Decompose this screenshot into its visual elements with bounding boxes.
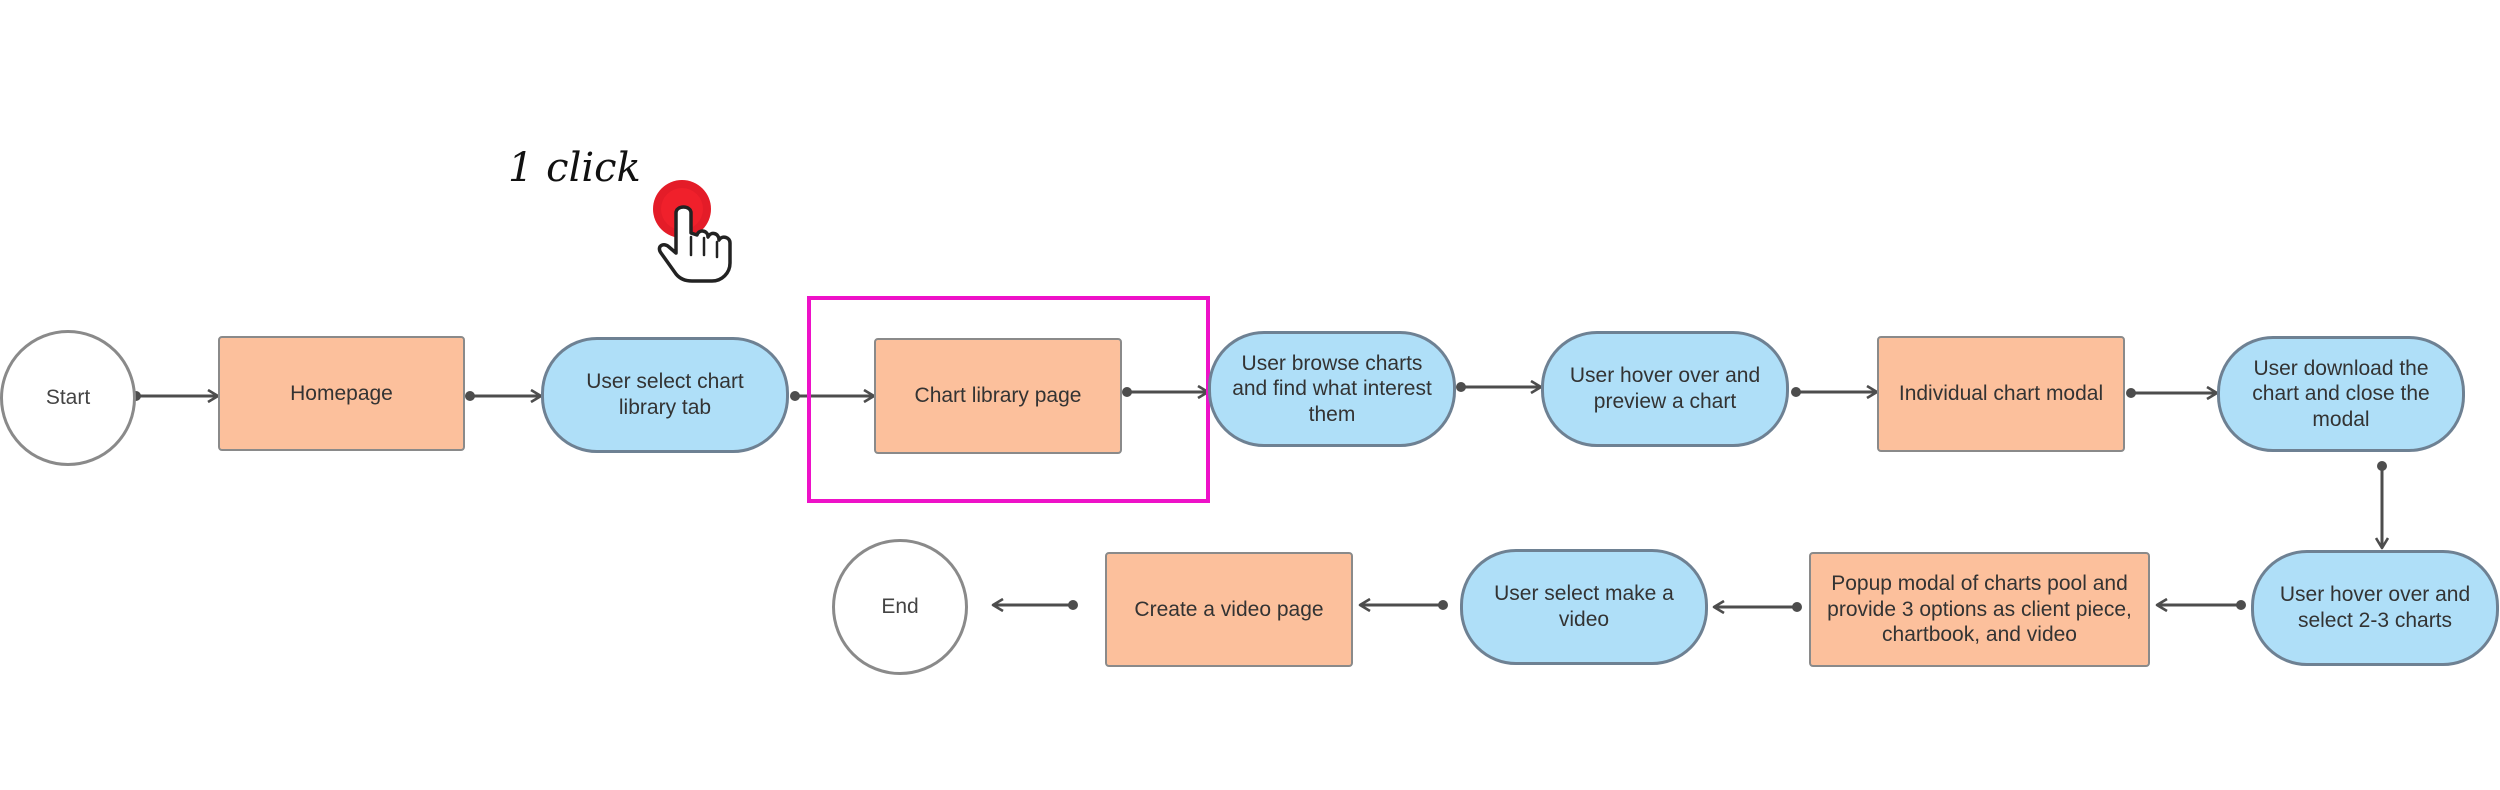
end-node: End (832, 539, 968, 675)
connector-start-dot (1068, 600, 1078, 610)
hover-select-charts-node: User hover over and select 2-3 charts (2251, 550, 2499, 666)
download-close-node: User download the chart and close the mo… (2217, 336, 2465, 452)
connector-start-dot (1438, 600, 1448, 610)
homepage-node: Homepage (218, 336, 465, 451)
connector-start-dot (1456, 382, 1466, 392)
tap-hand-icon (653, 180, 732, 283)
connector-start-dot (2377, 461, 2387, 471)
connector-start-dot (465, 391, 475, 401)
connector-start-dot (2126, 388, 2136, 398)
create-video-page-node: Create a video page (1105, 552, 1353, 667)
browse-charts-node: User browse charts and find what interes… (1208, 331, 1456, 447)
hover-preview-node: User hover over and preview a chart (1541, 331, 1789, 447)
connector-start-dot (1122, 387, 1132, 397)
connector-start-dot (2236, 600, 2246, 610)
select-chart-library-tab-node: User select chart library tab (541, 337, 789, 453)
select-make-video-node: User select make a video (1460, 549, 1708, 665)
connector-start-dot (1791, 387, 1801, 397)
connector-start-dot (790, 391, 800, 401)
click-count-annotation: 1 click (508, 145, 641, 191)
connector-start-dot (1792, 602, 1802, 612)
start-node: Start (0, 330, 136, 466)
popup-modal-node: Popup modal of charts pool and provide 3… (1809, 552, 2150, 667)
individual-chart-modal-node: Individual chart modal (1877, 336, 2125, 452)
chart-library-page-node: Chart library page (874, 338, 1122, 454)
